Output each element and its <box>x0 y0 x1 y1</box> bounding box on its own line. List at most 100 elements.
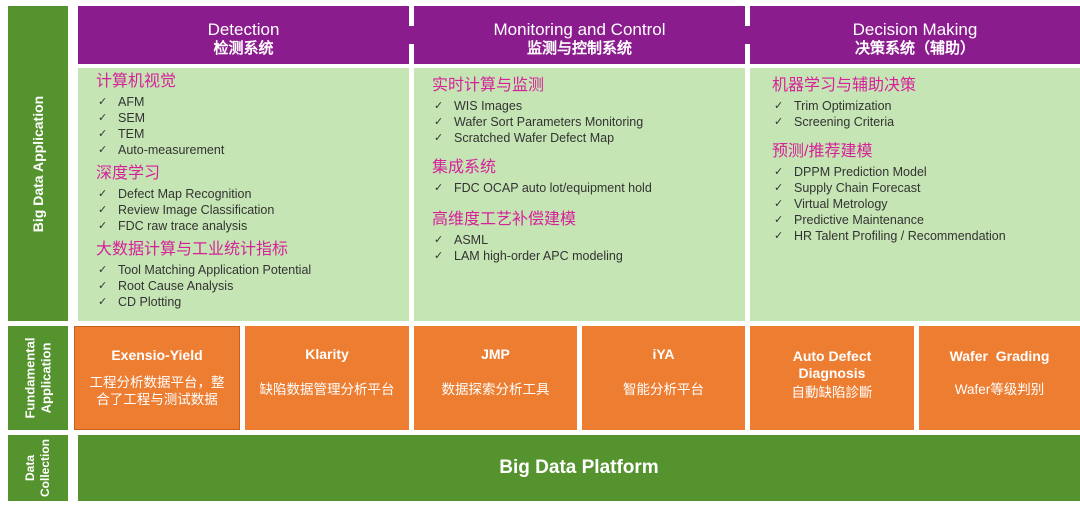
check-icon: ✓ <box>434 116 444 128</box>
header-title-en: Monitoring and Control <box>493 20 666 39</box>
section: 计算机视觉 ✓AFM ✓SEM ✓TEM ✓Auto-measurement <box>96 72 409 158</box>
section-list: ✓FDC OCAP auto lot/equipment hold <box>432 180 745 196</box>
list-item: ✓FDC OCAP auto lot/equipment hold <box>434 181 652 195</box>
side-label-data-collection: Data Collection <box>8 435 68 501</box>
tool-title: Wafer Grading <box>949 348 1050 364</box>
section: 机器学习与辅助决策 ✓Trim Optimization ✓Screening … <box>772 76 1080 130</box>
check-icon: ✓ <box>98 220 108 232</box>
section-title: 机器学习与辅助决策 <box>772 77 917 94</box>
side-label-text: Collection <box>37 438 52 498</box>
check-icon: ✓ <box>98 280 108 292</box>
big-data-platform-bar: Big Data Platform <box>78 435 1080 501</box>
list-item: ✓HR Talent Profiling / Recommendation <box>774 229 1006 243</box>
section-list: ✓Trim Optimization ✓Screening Criteria <box>772 98 1080 130</box>
check-icon: ✓ <box>774 116 784 128</box>
tool-subtitle: 缺陷数据管理分析平台 <box>259 382 395 397</box>
side-label-text: Application <box>38 342 53 414</box>
list-item: ✓TEM <box>98 127 145 141</box>
list-item: ✓Auto-measurement <box>98 143 225 157</box>
list-item: ✓DPPM Prediction Model <box>774 165 927 179</box>
check-icon: ✓ <box>434 250 444 262</box>
header-monitoring-control: Monitoring and Control 监测与控制系统 <box>414 6 745 64</box>
tool-subtitle: 自動缺陷診斷 <box>791 385 873 400</box>
check-icon: ✓ <box>774 198 784 210</box>
check-icon: ✓ <box>774 230 784 242</box>
list-item: ✓Trim Optimization <box>774 99 892 113</box>
list-item: ✓Wafer Sort Parameters Monitoring <box>434 115 644 129</box>
check-icon: ✓ <box>98 204 108 216</box>
check-icon: ✓ <box>98 96 108 108</box>
check-icon: ✓ <box>434 234 444 246</box>
section: 实时计算与监测 ✓WIS Images ✓Wafer Sort Paramete… <box>432 76 745 146</box>
tool-box-jmp: JMP 数据探索分析工具 <box>414 326 577 430</box>
tool-box-iya: iYA 智能分析平台 <box>582 326 745 430</box>
column-monitoring-control: 实时计算与监测 ✓WIS Images ✓Wafer Sort Paramete… <box>414 68 745 321</box>
side-label-text: Data <box>22 454 37 482</box>
check-icon: ✓ <box>98 264 108 276</box>
tool-box-auto-defect-diagnosis: Auto Defect Diagnosis 自動缺陷診斷 <box>750 326 914 430</box>
list-item: ✓Review Image Classification <box>98 203 275 217</box>
check-icon: ✓ <box>98 296 108 308</box>
section-title: 集成系统 <box>432 159 497 176</box>
list-item: ✓FDC raw trace analysis <box>98 219 248 233</box>
column-detection: 计算机视觉 ✓AFM ✓SEM ✓TEM ✓Auto-measurement 深… <box>78 68 409 321</box>
side-label-text: Big Data Application <box>30 95 47 232</box>
tool-box-exensio-yield: Exensio-Yield 工程分析数据平台，整合了工程与测试数据 <box>74 326 240 430</box>
section: 深度学习 ✓Defect Map Recognition ✓Review Ima… <box>96 164 409 234</box>
header-title-en: Decision Making <box>852 20 978 39</box>
tool-subtitle: Wafer等级判别 <box>954 382 1045 397</box>
header-detection: Detection 检测系统 <box>78 6 409 64</box>
side-label-fundamental-application: Fundamental Application <box>8 326 68 430</box>
section-list: ✓ASML ✓LAM high-order APC modeling <box>432 232 745 264</box>
tool-subtitle: 数据探索分析工具 <box>441 382 550 397</box>
header-title-en: Detection <box>207 20 280 39</box>
section-list: ✓Tool Matching Application Potential ✓Ro… <box>96 262 409 310</box>
section: 集成系统 ✓FDC OCAP auto lot/equipment hold <box>432 158 745 196</box>
list-item: ✓ASML <box>434 233 489 247</box>
tool-subtitle: 智能分析平台 <box>623 382 704 397</box>
list-item: ✓Tool Matching Application Potential <box>98 263 312 277</box>
section-list: ✓WIS Images ✓Wafer Sort Parameters Monit… <box>432 98 745 146</box>
section-title: 实时计算与监测 <box>432 77 545 94</box>
tool-title: JMP <box>481 346 510 362</box>
list-item: ✓Scratched Wafer Defect Map <box>434 131 615 145</box>
tool-title: iYA <box>652 346 675 362</box>
platform-label: Big Data Platform <box>499 457 659 478</box>
tool-subtitle: 工程分析数据平台，整合了工程与测试数据 <box>89 375 225 407</box>
side-label-big-data-application: Big Data Application <box>8 6 68 321</box>
header-title-zh: 决策系统（辅助） <box>854 40 975 57</box>
check-icon: ✓ <box>434 100 444 112</box>
section-title: 高维度工艺补偿建模 <box>432 211 577 228</box>
header-title-zh: 检测系统 <box>213 40 274 57</box>
section-title: 预测/推荐建模 <box>772 143 873 160</box>
list-item: ✓Root Cause Analysis <box>98 279 234 293</box>
list-item: ✓Predictive Maintenance <box>774 213 924 227</box>
check-icon: ✓ <box>774 214 784 226</box>
list-item: ✓WIS Images <box>434 99 523 113</box>
tool-box-wafer-grading: Wafer Grading Wafer等级判别 <box>919 326 1080 430</box>
section-title: 计算机视觉 <box>96 73 177 90</box>
list-item: ✓Screening Criteria <box>774 115 895 129</box>
list-item: ✓LAM high-order APC modeling <box>434 249 623 263</box>
check-icon: ✓ <box>434 132 444 144</box>
tool-title: Auto Defect Diagnosis <box>792 348 872 381</box>
tool-box-klarity: Klarity 缺陷数据管理分析平台 <box>245 326 409 430</box>
section-list: ✓AFM ✓SEM ✓TEM ✓Auto-measurement <box>96 94 409 158</box>
check-icon: ✓ <box>774 182 784 194</box>
list-item: ✓Virtual Metrology <box>774 197 888 211</box>
list-item: ✓Supply Chain Forecast <box>774 181 921 195</box>
section-list: ✓DPPM Prediction Model ✓Supply Chain For… <box>772 164 1080 244</box>
check-icon: ✓ <box>98 144 108 156</box>
section-title: 深度学习 <box>96 165 161 182</box>
list-item: ✓AFM <box>98 95 145 109</box>
section: 高维度工艺补偿建模 ✓ASML ✓LAM high-order APC mode… <box>432 210 745 264</box>
list-item: ✓SEM <box>98 111 146 125</box>
check-icon: ✓ <box>774 100 784 112</box>
tool-title: Klarity <box>305 346 349 362</box>
tool-title: Exensio-Yield <box>111 347 203 363</box>
check-icon: ✓ <box>98 112 108 124</box>
section: 大数据计算与工业统计指标 ✓Tool Matching Application … <box>96 240 409 310</box>
section-title: 大数据计算与工业统计指标 <box>96 241 289 258</box>
header-decision-making: Decision Making 决策系统（辅助） <box>750 6 1080 64</box>
check-icon: ✓ <box>774 166 784 178</box>
